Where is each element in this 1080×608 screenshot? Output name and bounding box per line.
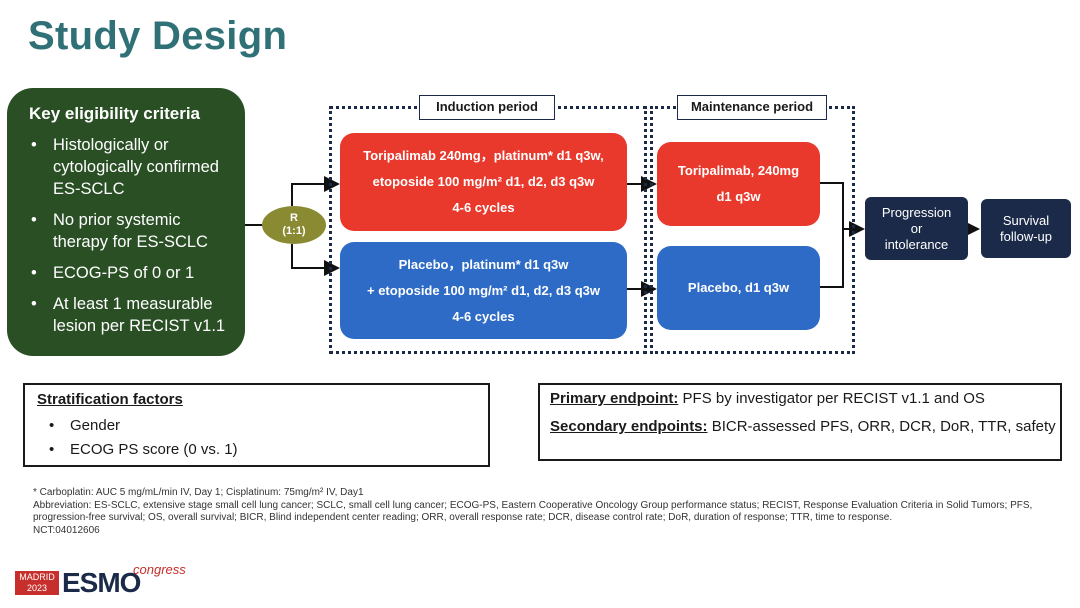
induction-arm2-line2: + etoposide 100 mg/m² d1, d2, d3 q3w — [367, 282, 600, 298]
maintenance-arm1-line1: Toripalimab, 240mg — [677, 163, 800, 178]
survival-line1: Survival — [1002, 212, 1050, 228]
induction-arm1-line2: etoposide 100 mg/m² d1, d2, d3 q3w — [372, 174, 595, 189]
progression-line1: Progression — [881, 204, 952, 220]
eligibility-list: Histologically or cytologically confirme… — [29, 134, 231, 337]
randomization-ratio: (1:1) — [282, 225, 306, 237]
stratification-box: Stratification factors Gender ECOG PS sc… — [23, 383, 490, 467]
arrow-to-induction-arm1 — [291, 176, 340, 206]
maintenance-period-label: Maintenance period — [677, 95, 827, 120]
survival-line2: follow-up — [999, 228, 1053, 244]
maintenance-arm2-line1: Placebo, d1 q3w — [687, 280, 790, 295]
randomization-label: R — [290, 212, 298, 224]
footnote-nct: NCT:04012606 — [33, 524, 100, 536]
progression-line2: or — [910, 220, 923, 236]
induction-arm-placebo: Placebo，platinum* d1 q3w + etoposide 100… — [340, 242, 627, 339]
eligibility-item: Histologically or cytologically confirme… — [29, 134, 231, 200]
footnote-abbreviations: Abbreviation: ES-SCLC, extensive stage s… — [33, 499, 1033, 524]
maintenance-arm1-line2: d1 q3w — [716, 189, 761, 204]
progression-line3: intolerance — [884, 236, 949, 252]
primary-endpoint-label: Primary endpoint: — [550, 390, 679, 407]
stratification-heading: Stratification factors — [37, 391, 183, 408]
eligibility-item: No prior systemic therapy for ES-SCLC — [29, 209, 231, 253]
maintenance-arm-placebo: Placebo, d1 q3w — [657, 246, 820, 330]
logo-madrid-badge: MADRID 2023 — [15, 571, 59, 595]
footnote-carboplatin: * Carboplatin: AUC 5 mg/mL/min IV, Day 1… — [33, 487, 364, 498]
page-title: Study Design — [28, 14, 288, 58]
merge-line — [820, 182, 844, 288]
stratification-list: Gender ECOG PS score (0 vs. 1) — [37, 414, 488, 462]
eligibility-criteria-box: Key eligibility criteria Histologically … — [7, 88, 245, 356]
esmo-congress-logo: MADRID 2023 ESMO congress — [15, 562, 186, 600]
survival-box: Survival follow-up — [981, 199, 1071, 258]
induction-period-label: Induction period — [419, 95, 555, 120]
primary-endpoint-text: PFS by investigator per RECIST v1.1 and … — [678, 390, 985, 407]
stratification-item: Gender — [37, 414, 488, 438]
eligibility-item: At least 1 measurable lesion per RECIST … — [29, 293, 231, 337]
maintenance-arm-toripalimab: Toripalimab, 240mg d1 q3w — [657, 142, 820, 226]
eligibility-item: ECOG-PS of 0 or 1 — [29, 262, 231, 284]
stratification-item: ECOG PS score (0 vs. 1) — [37, 438, 488, 462]
endpoints-box: Primary endpoint: PFS by investigator pe… — [538, 383, 1062, 461]
logo-congress-text: congress — [133, 562, 186, 577]
footnotes: * Carboplatin: AUC 5 mg/mL/min IV, Day 1… — [33, 487, 1063, 537]
secondary-endpoints-text: BICR-assessed PFS, ORR, DCR, DoR, TTR, s… — [707, 418, 1056, 435]
arrow-to-induction-arm2 — [291, 244, 340, 276]
secondary-endpoints-label: Secondary endpoints: — [550, 418, 708, 435]
logo-year-text: 2023 — [26, 583, 48, 593]
induction-arm1-line3: 4-6 cycles — [452, 200, 515, 215]
logo-esmo-text: ESMO — [62, 567, 141, 598]
induction-arm-toripalimab: Toripalimab 240mg，platinum* d1 q3w, etop… — [340, 133, 627, 231]
induction-arm2-line3: 4-6 cycles — [452, 308, 515, 324]
induction-arm2-line1: Placebo，platinum* d1 q3w — [398, 256, 569, 272]
primary-endpoint: Primary endpoint: PFS by investigator pe… — [550, 389, 1060, 409]
induction-arm1-line1: Toripalimab 240mg，platinum* d1 q3w, — [363, 148, 604, 163]
eligibility-heading: Key eligibility criteria — [29, 104, 201, 123]
progression-box: Progression or intolerance — [865, 197, 968, 260]
secondary-endpoints: Secondary endpoints: BICR-assessed PFS, … — [550, 417, 1060, 437]
randomization-node: R (1:1) — [262, 206, 326, 244]
logo-madrid-text: MADRID — [19, 572, 55, 582]
